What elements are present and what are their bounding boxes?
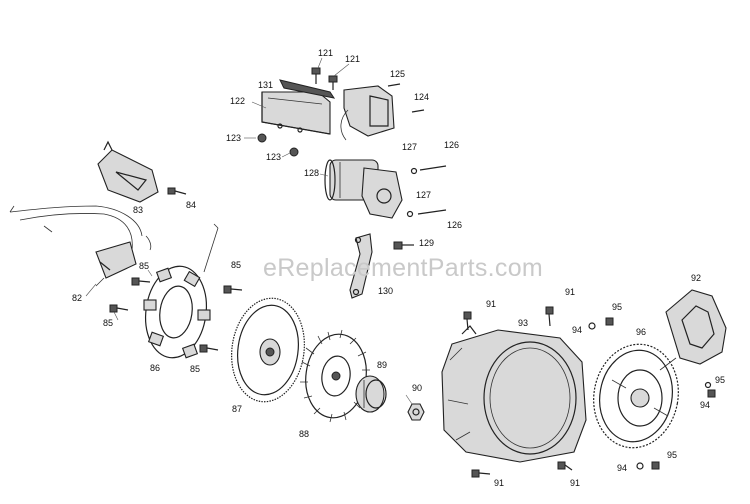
callout-85: 85 bbox=[231, 260, 241, 270]
callout-125: 125 bbox=[390, 69, 405, 79]
watermark: eReplacementParts.com bbox=[263, 254, 543, 282]
callout-126: 126 bbox=[444, 140, 459, 150]
flywheel bbox=[231, 297, 305, 403]
callout-91: 91 bbox=[570, 478, 580, 488]
callout-85: 85 bbox=[139, 261, 149, 271]
callout-124: 124 bbox=[414, 92, 429, 102]
callout-90: 90 bbox=[412, 383, 422, 393]
callout-126: 126 bbox=[447, 220, 462, 230]
callout-83: 83 bbox=[133, 205, 143, 215]
hardware-94-95 bbox=[588, 317, 716, 470]
bolts-85 bbox=[109, 277, 243, 353]
callout-131: 131 bbox=[258, 80, 273, 90]
callout-85: 85 bbox=[103, 318, 113, 328]
recoil-handle bbox=[659, 289, 727, 371]
callout-96: 96 bbox=[636, 327, 646, 337]
callout-121: 121 bbox=[318, 48, 333, 58]
bolt-121 bbox=[311, 67, 338, 90]
callout-84: 84 bbox=[186, 200, 196, 210]
callout-87: 87 bbox=[232, 404, 242, 414]
callout-86: 86 bbox=[150, 363, 160, 373]
solenoid bbox=[340, 85, 395, 141]
bolts-126-127 bbox=[406, 165, 447, 218]
bolt-84 bbox=[167, 187, 187, 195]
callout-94: 94 bbox=[617, 463, 627, 473]
callout-94: 94 bbox=[572, 325, 582, 335]
callout-91: 91 bbox=[486, 299, 496, 309]
callout-128: 128 bbox=[304, 168, 319, 178]
callout-129: 129 bbox=[419, 238, 434, 248]
callout-labels: 121 121 125 131 124 122 123 123 127 126 … bbox=[72, 48, 725, 488]
bracket-83 bbox=[97, 140, 159, 203]
stator bbox=[143, 223, 219, 359]
starter-bracket bbox=[261, 79, 336, 135]
callout-127: 127 bbox=[402, 142, 417, 152]
ignition-coil bbox=[9, 205, 152, 287]
callout-91: 91 bbox=[494, 478, 504, 488]
bracket-130 bbox=[349, 233, 373, 299]
callout-130: 130 bbox=[378, 286, 393, 296]
callout-92: 92 bbox=[691, 273, 701, 283]
screw-125-124 bbox=[387, 83, 425, 113]
callout-123: 123 bbox=[266, 152, 281, 162]
starter-motor bbox=[324, 159, 403, 219]
callout-95: 95 bbox=[667, 450, 677, 460]
blower-housing bbox=[441, 325, 587, 463]
callout-123: 123 bbox=[226, 133, 241, 143]
callout-93: 93 bbox=[518, 318, 528, 328]
leader-lines bbox=[85, 57, 413, 405]
starter-cup bbox=[355, 375, 387, 413]
callout-88: 88 bbox=[299, 429, 309, 439]
callout-122: 122 bbox=[230, 96, 245, 106]
callout-121: 121 bbox=[345, 54, 360, 64]
bolt-129 bbox=[393, 241, 414, 250]
callout-127: 127 bbox=[416, 190, 431, 200]
callout-91: 91 bbox=[565, 287, 575, 297]
recoil-starter bbox=[593, 343, 679, 449]
callout-85: 85 bbox=[190, 364, 200, 374]
flywheel-nut bbox=[407, 403, 425, 421]
callout-94: 94 bbox=[700, 400, 710, 410]
callout-82: 82 bbox=[72, 293, 82, 303]
callout-95: 95 bbox=[715, 375, 725, 385]
bolts-91 bbox=[463, 306, 573, 478]
callout-89: 89 bbox=[377, 360, 387, 370]
callout-95: 95 bbox=[612, 302, 622, 312]
nut-123 bbox=[257, 133, 299, 157]
